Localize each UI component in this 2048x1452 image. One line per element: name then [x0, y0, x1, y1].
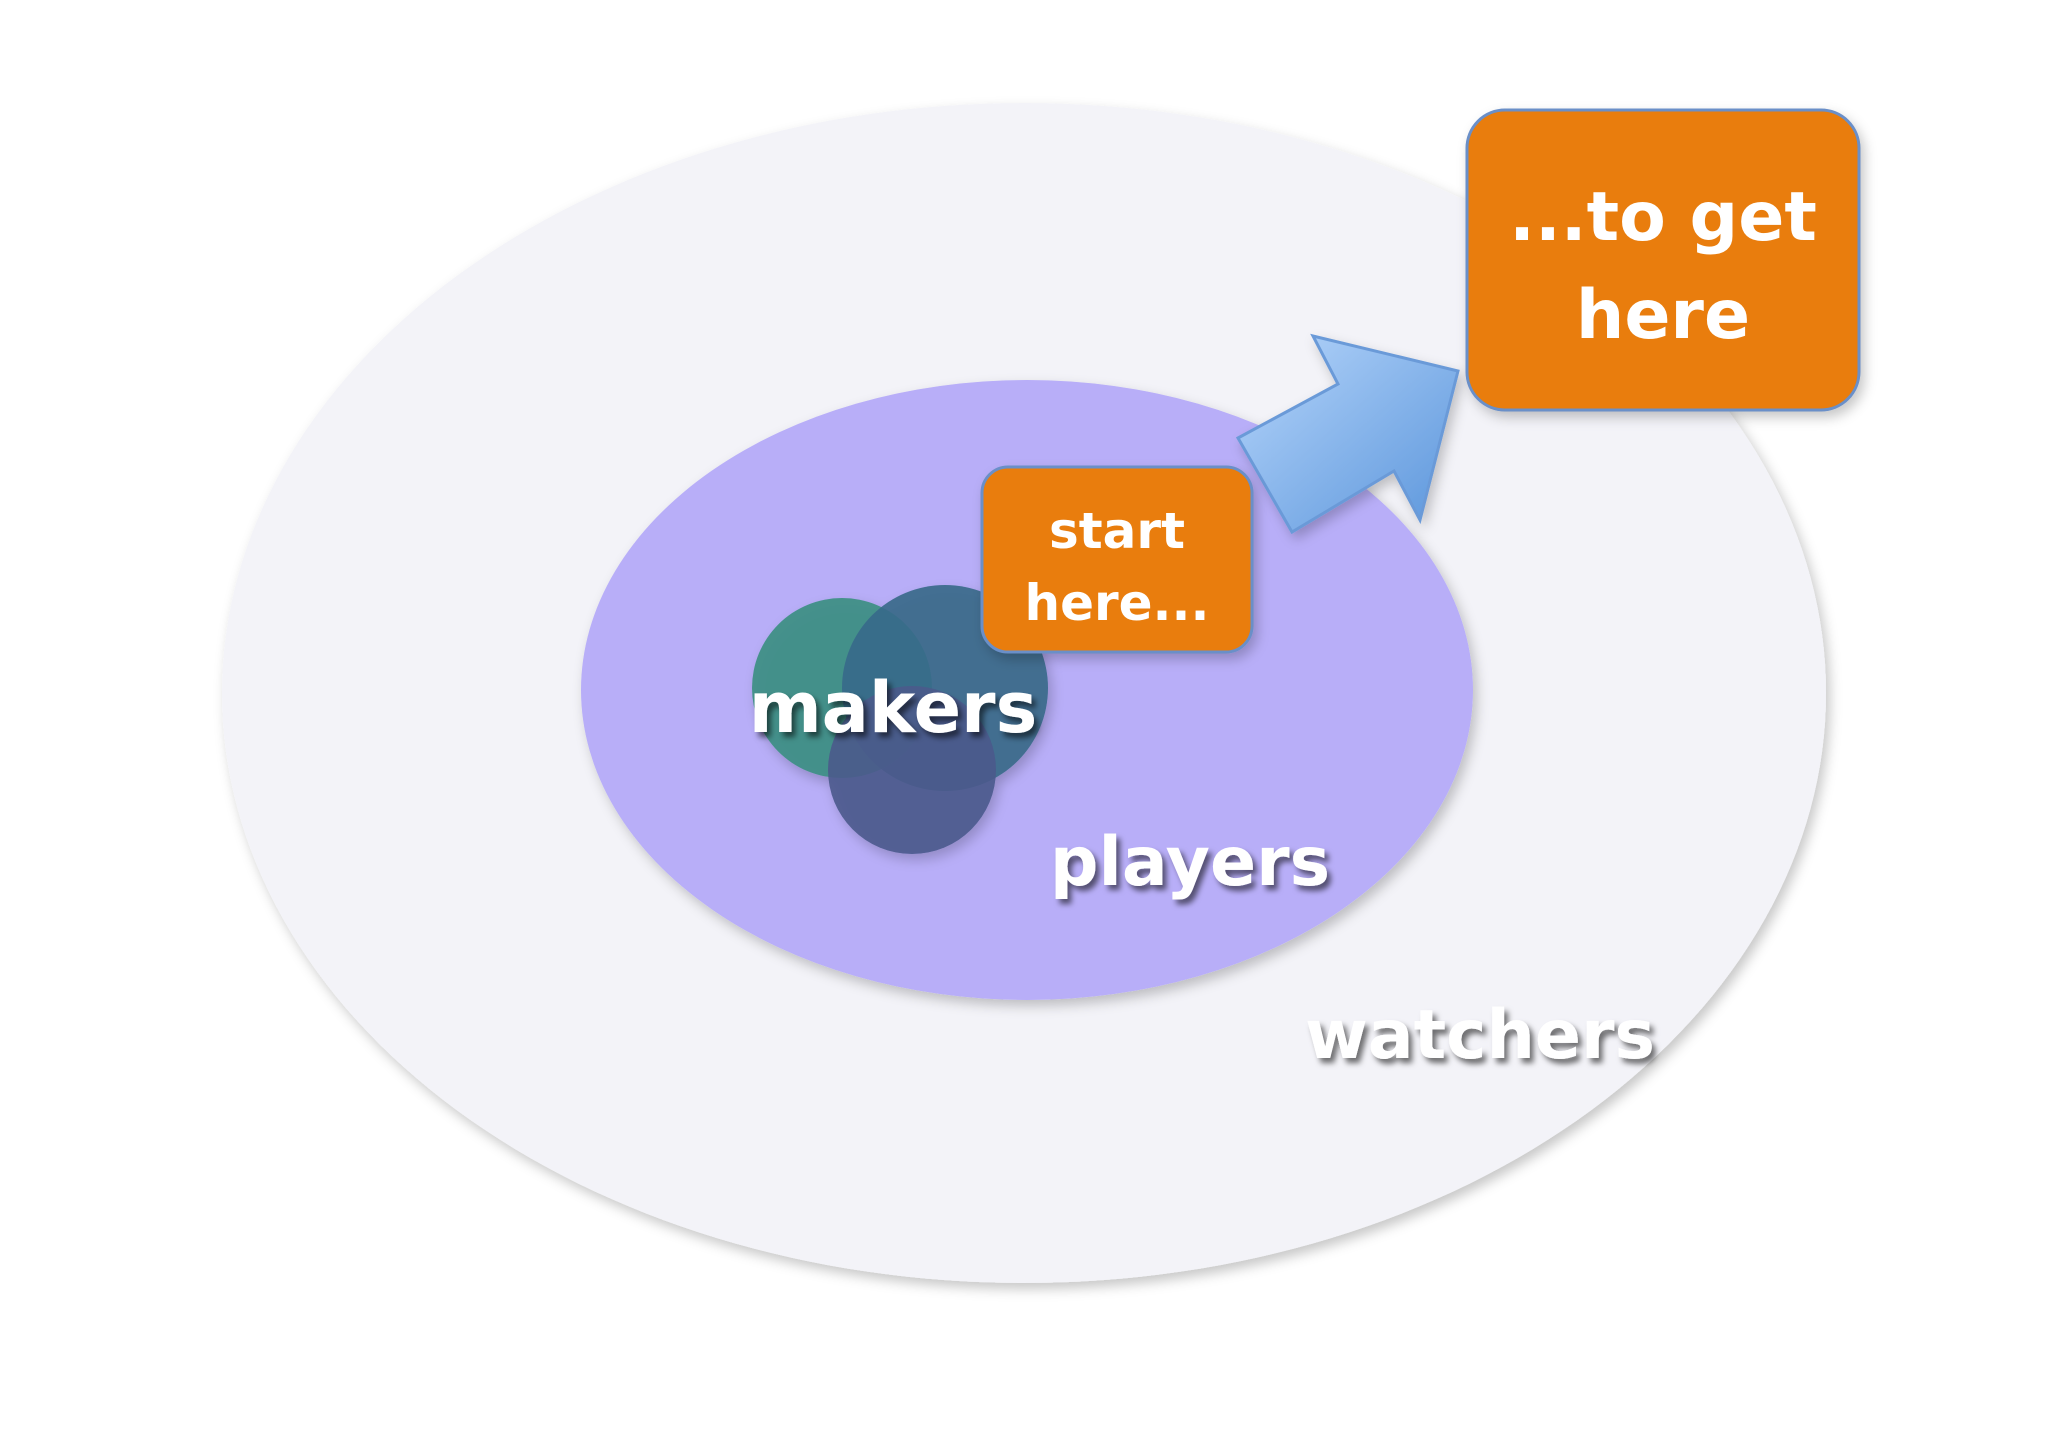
start-here-box: start here... [980, 465, 1254, 654]
players-label: players [1050, 823, 1330, 902]
goal-box: ...to get here [1465, 108, 1861, 412]
makers-label: makers [749, 667, 1038, 749]
goal-line2: here [1576, 276, 1750, 355]
watchers-label: watchers [1305, 996, 1655, 1075]
start-here-line1: start [1049, 502, 1185, 560]
start-here-line2: here... [1024, 574, 1209, 632]
direction-arrow-icon [1235, 333, 1460, 535]
maker-circle-indigo [828, 686, 996, 854]
goal-line1: ...to get [1509, 178, 1817, 257]
